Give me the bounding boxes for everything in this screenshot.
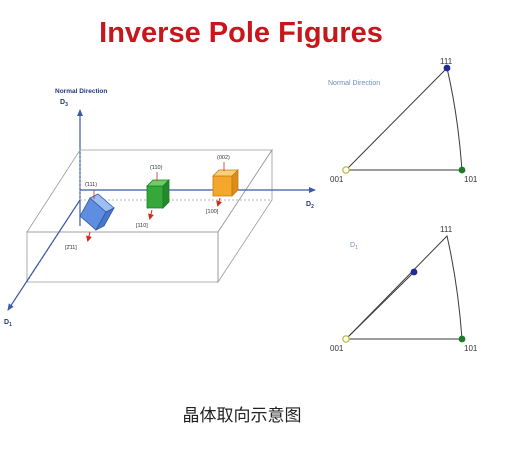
blue-top-label: (̄111) [85, 182, 97, 188]
green-top-label: (̄110) [150, 165, 163, 171]
blue-bottom-label: [2̄11] [65, 245, 77, 251]
ipf-top-label-111: 111 [440, 57, 453, 66]
ipf-bottom-pole-001 [342, 335, 350, 343]
ipf-top-pole-101 [458, 166, 466, 174]
ipf-bottom-pole-101 [458, 335, 466, 343]
caption: 晶体取向示意图 [183, 406, 302, 426]
green-bottom-pointer [148, 209, 154, 220]
ipf-top-pole-111 [443, 64, 451, 72]
ipf-bottom-label-001: 001 [330, 344, 344, 353]
ipf-bottom-label-111: 111 [440, 225, 453, 234]
axis-d2-label: D2 [306, 201, 314, 210]
orange-top-label: (002) [217, 155, 230, 161]
ipf-top-triangle [344, 67, 463, 171]
ipf-bottom-triangle [344, 234, 463, 340]
ipf-bottom-label-101: 101 [464, 344, 478, 353]
ipf-top-title: Normal Direction [328, 80, 380, 87]
blue-bottom-pointer [86, 231, 92, 242]
ipf-top-label-101: 101 [464, 175, 478, 184]
crystal-orange: (002) [100] [206, 155, 239, 215]
crystal-green: (̄110) [110] [136, 165, 170, 229]
ipf-bottom: D1 111 101 001 [330, 225, 478, 353]
green-bottom-label: [110] [136, 223, 148, 229]
ipf-top: Normal Direction 111 101 001 [328, 57, 478, 184]
orange-bottom-pointer [216, 197, 222, 207]
ipf-bottom-edge [345, 271, 415, 340]
ipf-bottom-title: D1 [350, 242, 358, 251]
sample-block: Normal Direction D3 D2 D1 (̄ [4, 88, 316, 328]
crystal-blue: (̄111) [2̄11] [65, 182, 115, 251]
axis-d1-label: D1 [4, 319, 12, 328]
orange-bottom-label: [100] [206, 209, 219, 215]
ipf-top-label-001: 001 [330, 175, 344, 184]
axis-d3-label: D3 [60, 99, 68, 108]
axis-d1-arrow [7, 199, 81, 311]
normal-direction-label: Normal Direction [55, 88, 107, 95]
ipf-top-pole-001 [342, 166, 350, 174]
page-title: Inverse Pole Figures [99, 17, 383, 49]
ipf-bottom-pole-111 [410, 268, 418, 276]
